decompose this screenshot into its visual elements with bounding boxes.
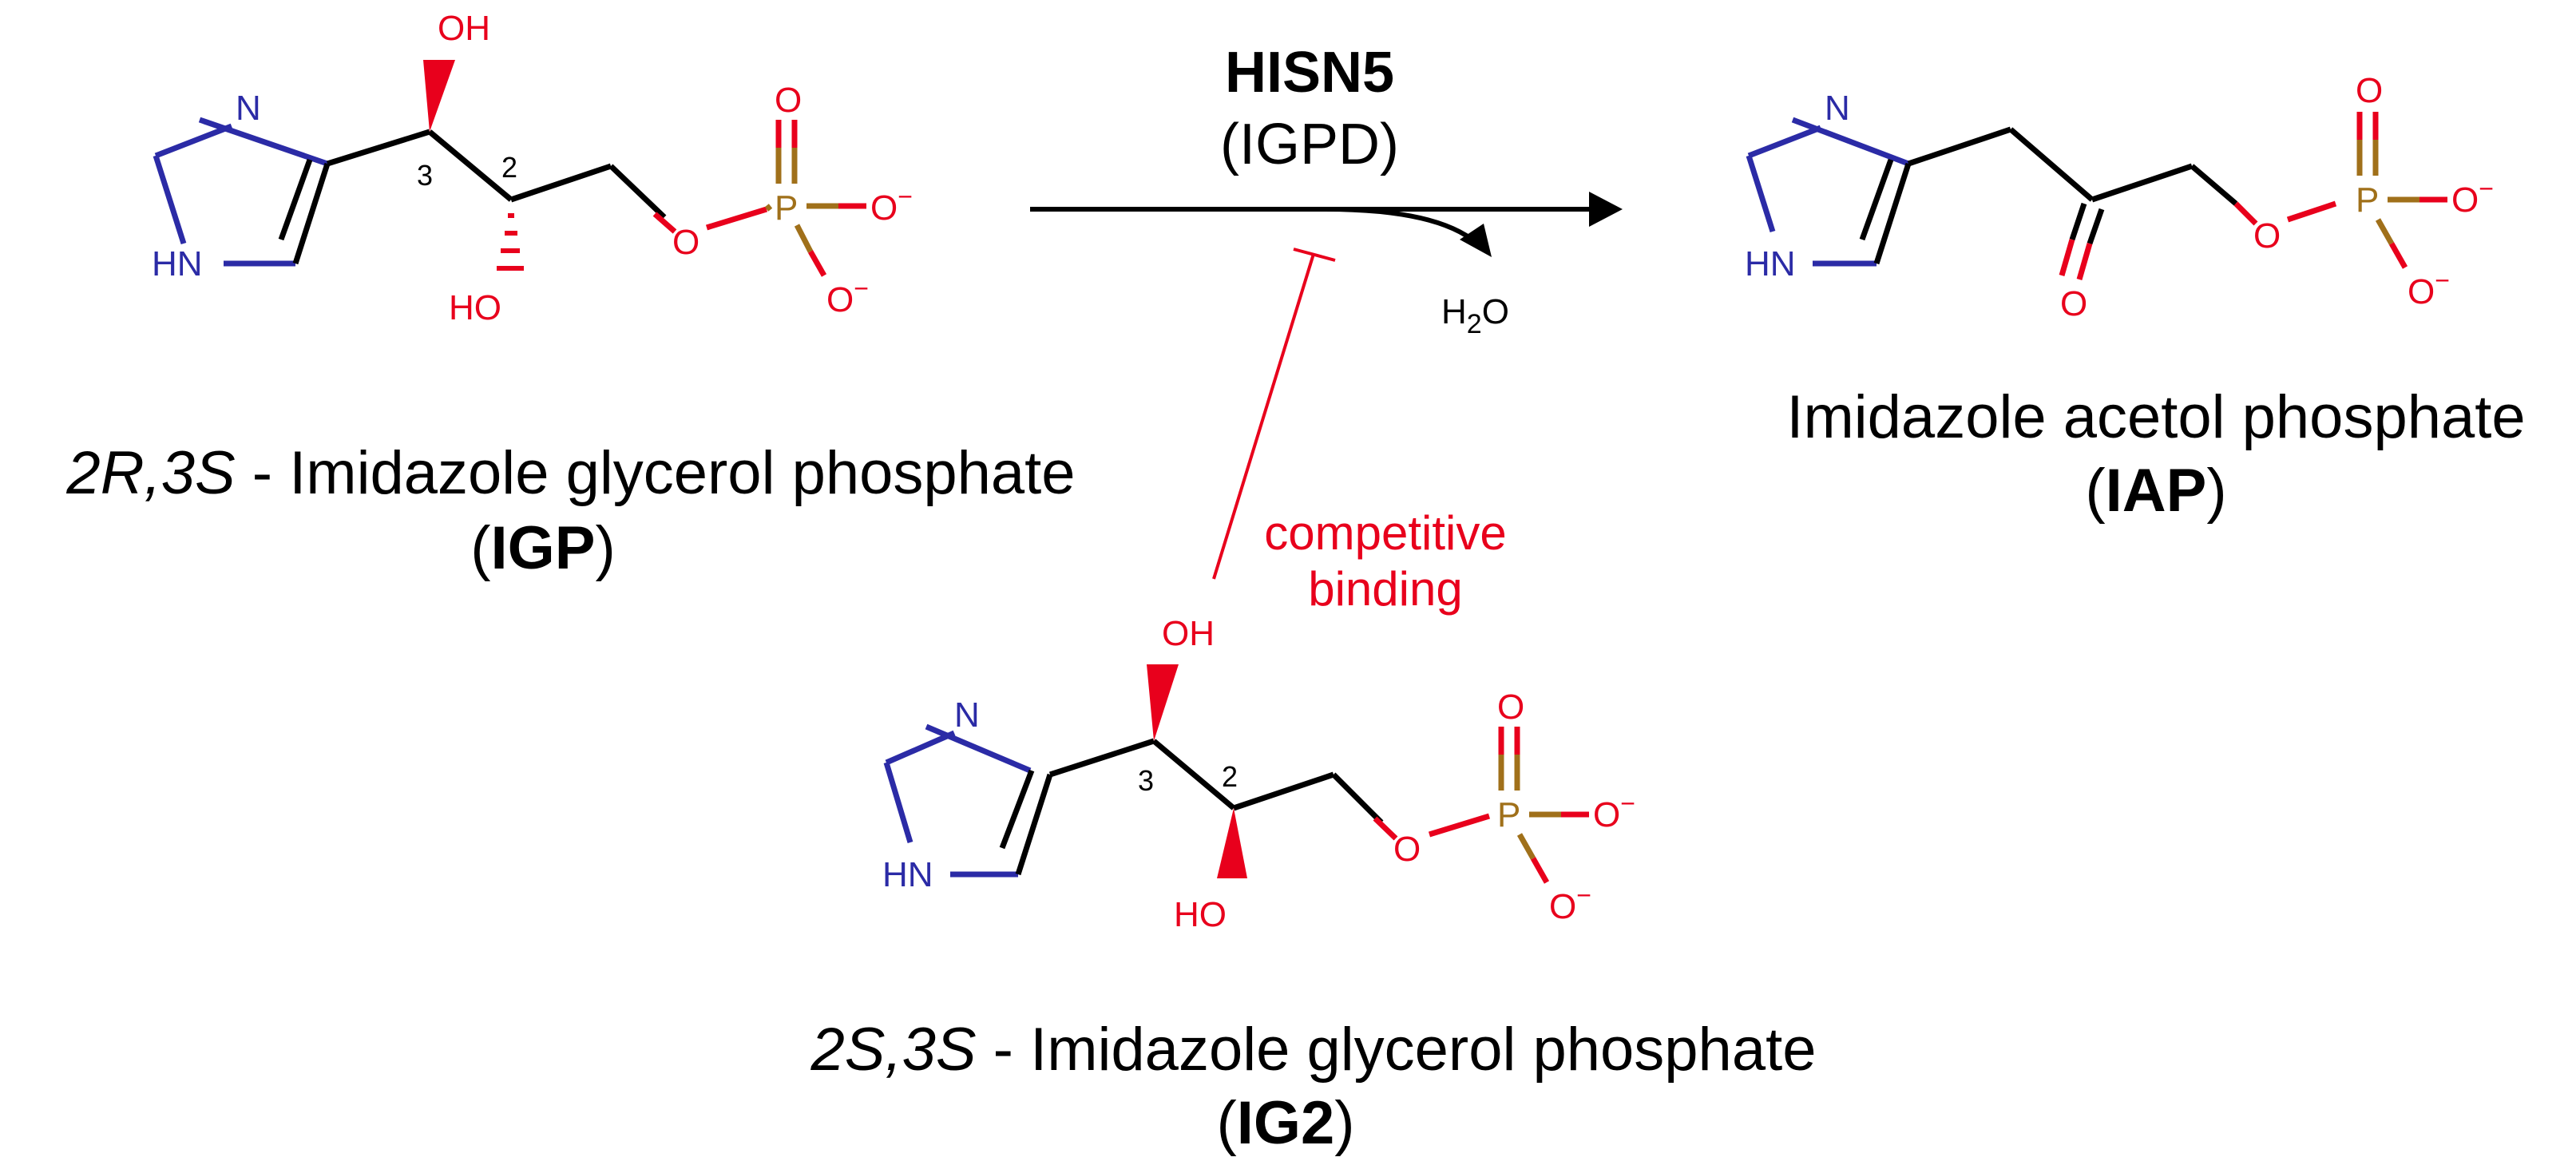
- ig2-abbrev: (IG2): [1216, 1089, 1354, 1157]
- igp-atom-o-double: O: [775, 81, 802, 120]
- igp-structure: N HN OH HO 3 2 O P O O− O−: [152, 9, 913, 327]
- ig2-name: 2S,3S - Imidazole glycerol phosphate: [810, 1016, 1817, 1084]
- iap-abbrev: (IAP): [2085, 457, 2226, 525]
- ig2-atom-oh: OH: [1162, 614, 1215, 653]
- iap-atom-o-minus-1: O−: [2451, 174, 2494, 220]
- igp-atom-oh: OH: [438, 9, 490, 48]
- iap-atom-o-double: O: [2356, 71, 2383, 110]
- iap-atom-p: P: [2356, 180, 2379, 220]
- ig2-atom-o-minus-2: O−: [1549, 881, 1591, 926]
- iap-name: Imidazole acetol phosphate: [1786, 383, 2525, 451]
- ig2-locant-3: 3: [1138, 764, 1154, 797]
- iap-atom-o-ester: O: [2253, 216, 2281, 256]
- iap-atom-o-minus-2: O−: [2408, 266, 2450, 311]
- iap-atom-o-ketone: O: [2060, 284, 2087, 323]
- water-byproduct: H2O: [1441, 292, 1509, 339]
- ig2-atom-o-minus-1: O−: [1593, 789, 1635, 834]
- ig2-atom-o-ester: O: [1393, 830, 1421, 869]
- ig2-atom-o-double: O: [1497, 688, 1524, 727]
- inhibition-label-line2: binding: [1308, 562, 1463, 616]
- iap-atom-n: N: [1825, 89, 1850, 128]
- igp-atom-ho: HO: [449, 288, 501, 327]
- igp-locant-3: 3: [417, 159, 433, 192]
- iap-atom-hn: HN: [1745, 244, 1796, 283]
- igp-atom-n: N: [236, 89, 261, 128]
- ig2-atom-p: P: [1497, 795, 1520, 834]
- ig2-locant-2: 2: [1222, 760, 1238, 793]
- ig2-structure: N HN OH HO 3 2 O P O O− O−: [882, 614, 1635, 934]
- igp-locant-2: 2: [501, 151, 517, 184]
- inhibition-symbol: [1212, 248, 1336, 580]
- igp-atom-o-minus-2: O−: [826, 274, 869, 319]
- igp-abbrev: (IGP): [470, 514, 616, 582]
- igp-atom-hn: HN: [152, 244, 203, 283]
- igp-atom-o-minus-1: O−: [870, 182, 913, 228]
- inhibition-label-line1: competitive: [1264, 506, 1506, 560]
- igp-name: 2R,3S - Imidazole glycerol phosphate: [65, 439, 1075, 507]
- enzyme-abbrev: (IGPD): [1220, 113, 1399, 176]
- reaction-arrow: [1030, 192, 1623, 257]
- igp-atom-o-ester: O: [672, 223, 699, 262]
- ig2-atom-n: N: [954, 695, 980, 735]
- enzyme-name: HISN5: [1225, 41, 1394, 105]
- igp-atom-p: P: [775, 188, 798, 228]
- ig2-atom-ho: HO: [1174, 895, 1227, 934]
- ig2-atom-hn: HN: [882, 855, 933, 894]
- iap-structure: N HN O O P O O− O−: [1745, 71, 2494, 323]
